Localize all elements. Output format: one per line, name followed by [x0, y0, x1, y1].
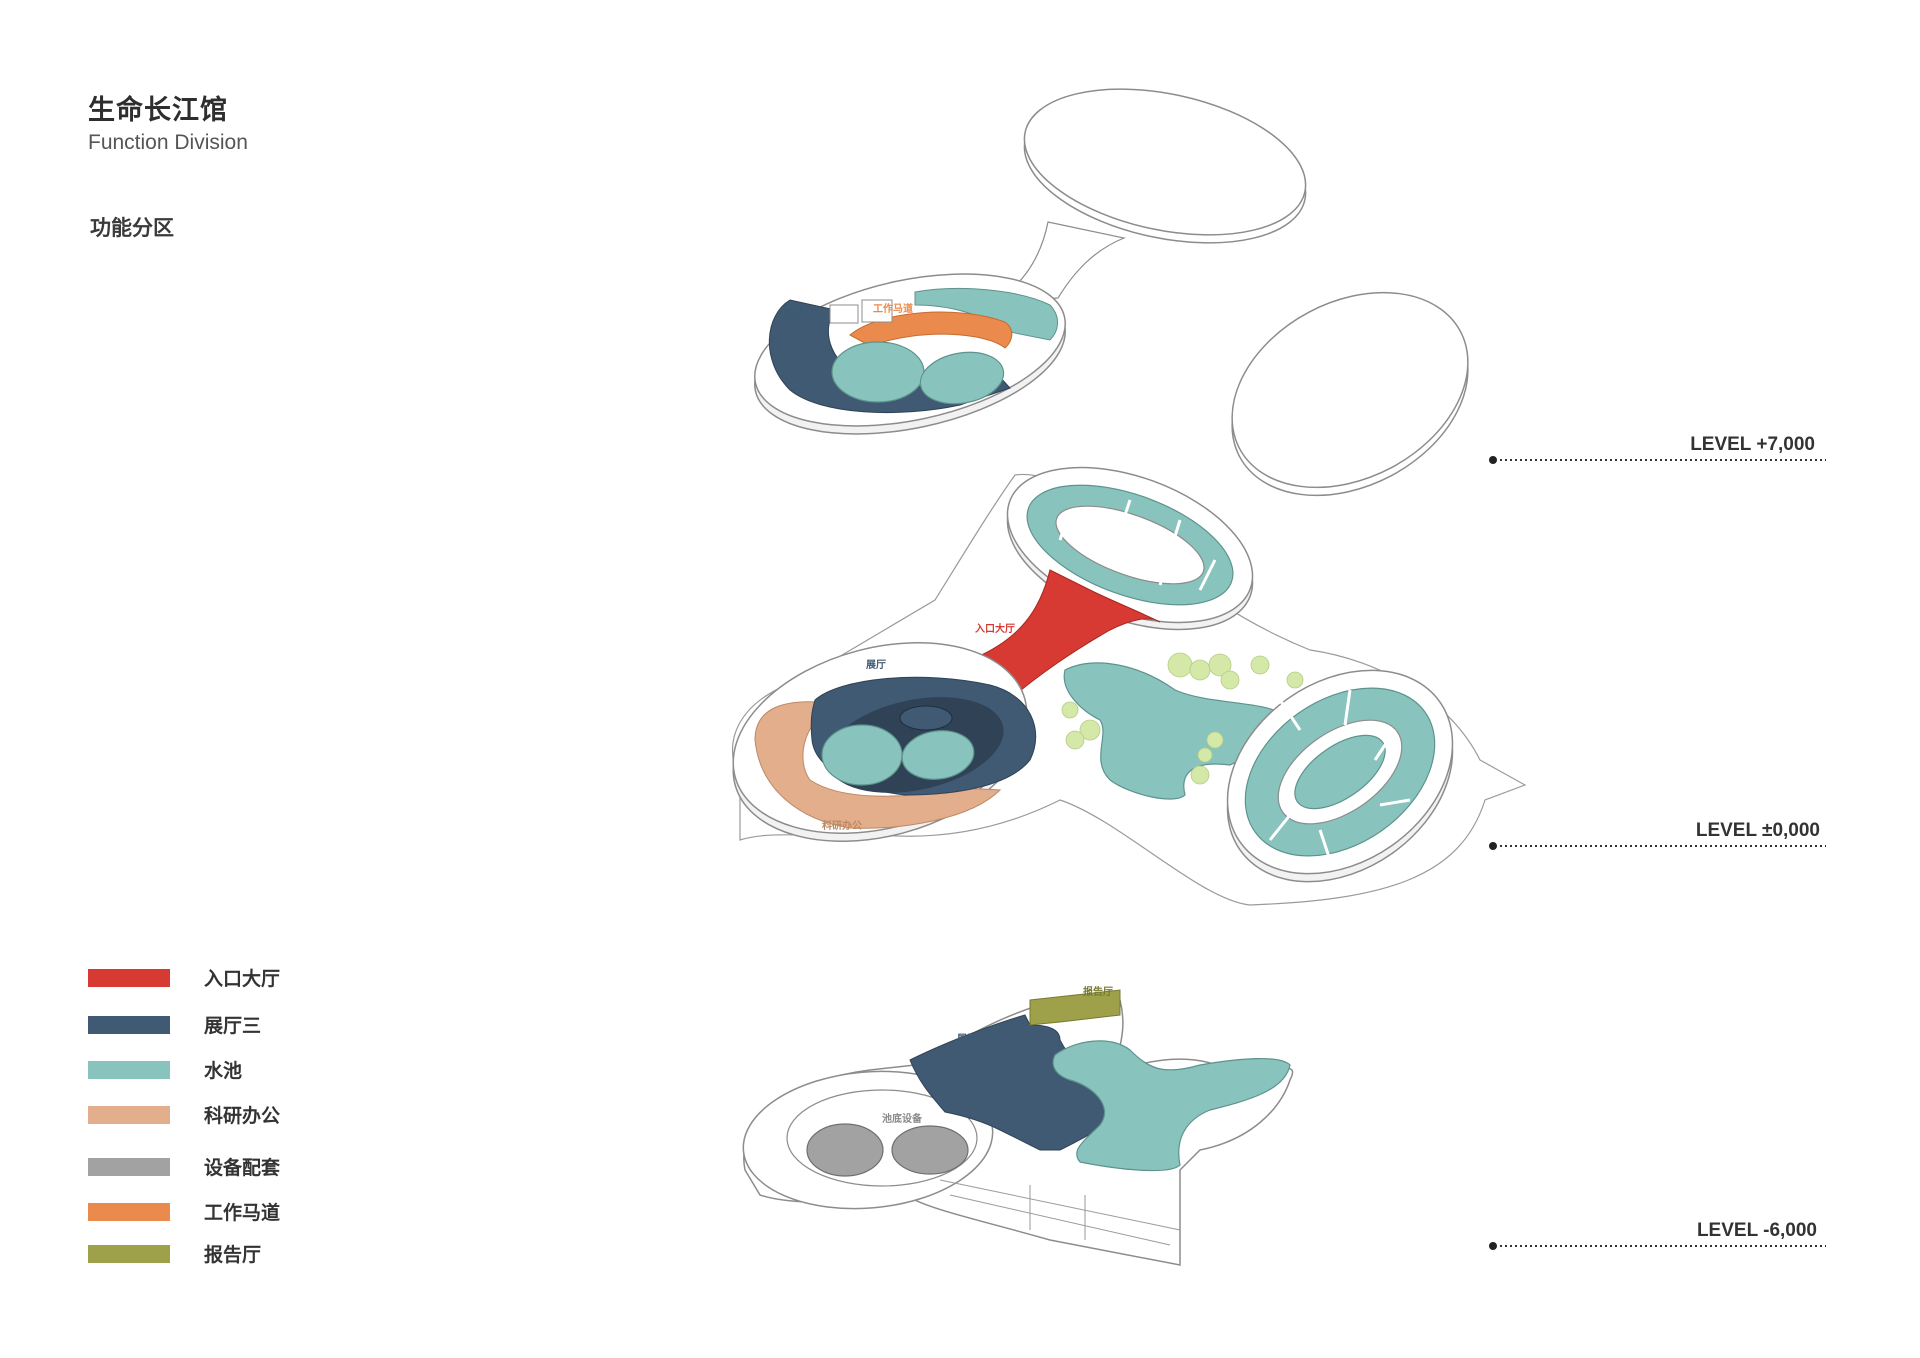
mid-office-label: 科研办公 — [822, 819, 862, 832]
level-label-bottom: LEVEL -6,000 — [1697, 1220, 1817, 1241]
legend-item-catwalk: 工作马道 — [88, 1198, 280, 1225]
mid-oval-east-core — [1294, 734, 1386, 810]
legend-label: 工作马道 — [204, 1202, 281, 1224]
level-marker-bottom: LEVEL -6,000 — [1489, 1220, 1826, 1250]
legend-swatch — [88, 1157, 170, 1176]
top-catwalk-label: 工作马道 — [873, 302, 913, 315]
top-pool-left — [831, 341, 925, 403]
legend-label: 入口大厅 — [204, 968, 281, 990]
level-middle-group: 入口大厅 展厅 科研办公 — [731, 466, 1527, 906]
legend-item-pool: 水池 — [88, 1056, 242, 1083]
low-equipment-right — [891, 1125, 969, 1175]
low-hall-label: 展厅 — [957, 1033, 977, 1045]
mid-pool-right — [901, 730, 975, 780]
level-top-group: 展厅 工作马道 — [754, 88, 1469, 497]
low-pool-zone — [1052, 1040, 1291, 1172]
legend-label: 设备配套 — [204, 1157, 281, 1179]
upper-ring — [1023, 88, 1307, 244]
low-equipment-left — [806, 1123, 884, 1177]
low-equipment-label: 池底设备 — [882, 1112, 923, 1125]
legend-label: 科研办公 — [204, 1105, 281, 1127]
legend-swatch — [88, 1244, 170, 1263]
mid-east-dividers — [1268, 689, 1411, 861]
top-hall-label: 展厅 — [783, 309, 803, 321]
level-bottom-group: 池底设备 报告厅 展厅 — [742, 985, 1294, 1266]
low-structure-lines — [939, 1179, 1181, 1246]
right-ring — [1231, 291, 1469, 497]
top-pool-right — [919, 351, 1005, 405]
legend-label: 水池 — [204, 1060, 243, 1082]
top-pool-band — [914, 287, 1058, 341]
legend-label: 报告厅 — [204, 1244, 262, 1266]
legend-item-hall: 展厅三 — [88, 1011, 261, 1038]
mid-garden-trees — [1061, 652, 1304, 785]
top-wall-box-a — [829, 304, 859, 324]
legend-swatch — [88, 1015, 170, 1034]
title-block: 生命长江馆 Function Division — [88, 88, 248, 155]
legend-swatch — [88, 1060, 170, 1079]
legend-swatch — [88, 1202, 170, 1221]
legend-item-equipment: 设备配套 — [88, 1153, 280, 1180]
mid-hall-label: 展厅 — [866, 659, 886, 671]
level-label-top: LEVEL +7,000 — [1690, 434, 1815, 455]
level-marker-top: LEVEL +7,000 — [1489, 434, 1826, 464]
top-wall-box-b — [861, 299, 893, 323]
legend-item-entrance: 入口大厅 — [88, 964, 280, 991]
mid-entrance-label: 入口大厅 — [975, 622, 1015, 635]
low-auditorium-zone — [1029, 989, 1121, 1026]
page-subtitle-en: Function Division — [88, 131, 248, 154]
legend-item-office: 科研办公 — [88, 1101, 280, 1128]
mid-pool-left — [821, 724, 903, 786]
legend-item-auditorium: 报告厅 — [88, 1240, 261, 1267]
level-marker-middle: LEVEL ±0,000 — [1489, 820, 1826, 850]
mid-hall-drum — [899, 705, 953, 731]
level-label-middle: LEVEL ±0,000 — [1696, 820, 1820, 841]
page-title: 生命长江馆 — [88, 95, 228, 126]
legend-swatch — [88, 1105, 170, 1124]
legend-swatch — [88, 968, 170, 987]
mid-north-dividers — [1058, 499, 1217, 591]
section-title: 功能分区 — [90, 216, 174, 240]
legend-label: 展厅三 — [204, 1015, 262, 1037]
mid-garden-pool — [1063, 662, 1286, 800]
low-auditorium-label: 报告厅 — [1083, 985, 1113, 998]
